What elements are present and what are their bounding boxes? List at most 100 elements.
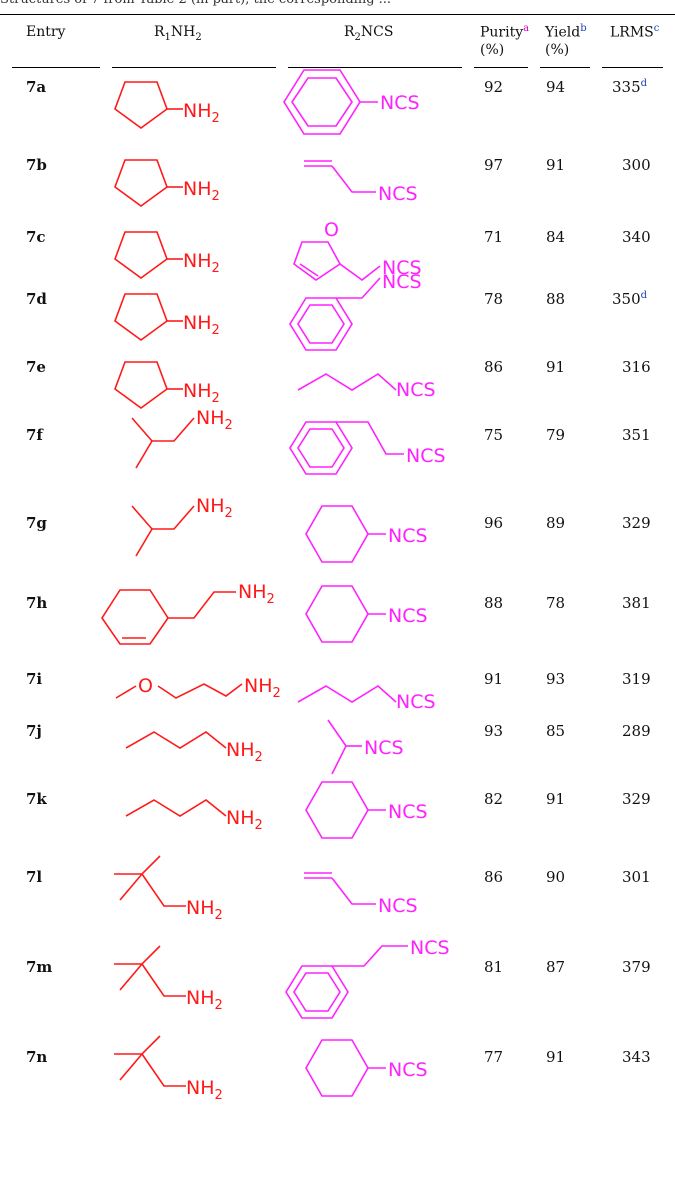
entry-label: 7m: [26, 958, 53, 976]
isothiocyanate-structure: NCS: [289, 271, 422, 351]
yield-value: 87: [546, 958, 566, 976]
lrms-value: 301: [622, 868, 651, 886]
entry-label: 7i: [26, 670, 43, 688]
rule-gap: [590, 66, 602, 69]
rule-gap: [0, 66, 12, 69]
purity-value: 86: [484, 868, 504, 886]
svg-text:NH2: NH2: [226, 807, 263, 833]
purity-value: 93: [484, 722, 504, 740]
svg-text:NH2: NH2: [183, 250, 220, 276]
svg-text:NCS: NCS: [378, 895, 418, 917]
isothiocyanate-structure: NCS: [304, 160, 418, 205]
purity-value: 91: [484, 670, 504, 688]
rule-gap: [663, 66, 675, 69]
purity-value: 82: [484, 790, 504, 808]
entry-label: 7k: [26, 790, 47, 808]
lrms-value: 329: [622, 514, 651, 532]
header-lrms: LRMSc: [610, 23, 660, 41]
lrms-value: 343: [622, 1048, 651, 1066]
header-yield: Yieldb(%): [545, 23, 587, 58]
svg-text:NCS: NCS: [382, 257, 422, 279]
svg-text:NH2: NH2: [244, 675, 281, 701]
yield-value: 88: [546, 290, 566, 308]
yield-value: 78: [546, 594, 566, 612]
amine-structure: NH2: [125, 731, 263, 765]
svg-text:NH2: NH2: [183, 312, 220, 338]
yield-value: 91: [546, 1048, 566, 1066]
lrms-value: 289: [622, 722, 651, 740]
lrms-value: 379: [622, 958, 651, 976]
purity-value: 71: [484, 228, 504, 246]
lrms-value: 381: [622, 594, 651, 612]
isothiocyanate-structure: NCS: [283, 69, 420, 135]
svg-text:NCS: NCS: [364, 737, 404, 759]
lrms-value: 316: [622, 358, 651, 376]
svg-text:NH2: NH2: [183, 100, 220, 126]
purity-value: 81: [484, 958, 504, 976]
header-r2ncs: R2NCS: [344, 24, 394, 43]
purity-value: 88: [484, 594, 504, 612]
isothiocyanate-structure: NCS: [297, 373, 436, 401]
yield-value: 93: [546, 670, 566, 688]
yield-value: 84: [546, 228, 566, 246]
svg-text:NCS: NCS: [396, 691, 436, 713]
isothiocyanate-structure: NCS: [297, 685, 436, 713]
yield-value: 94: [546, 78, 566, 96]
rule-gap: [100, 66, 112, 69]
svg-text:NH2: NH2: [186, 1077, 223, 1103]
svg-text:NCS: NCS: [380, 92, 420, 114]
isothiocyanate-structure: NCS: [327, 719, 404, 775]
isothiocyanate-structure: NCS: [305, 585, 428, 643]
amine-structure: NH2: [125, 799, 263, 833]
header-bottom-rule: [0, 67, 675, 68]
entry-label: 7g: [26, 514, 47, 532]
svg-text:NH2: NH2: [196, 495, 233, 521]
purity-value: 78: [484, 290, 504, 308]
svg-text:NCS: NCS: [388, 605, 428, 627]
entry-label: 7e: [26, 358, 46, 376]
amine-structure: NH2: [114, 1035, 223, 1103]
yield-value: 90: [546, 868, 566, 886]
amine-structure: NH2: [114, 293, 220, 341]
isothiocyanate-structure: NCS: [304, 872, 418, 917]
entry-label: 7d: [26, 290, 47, 308]
svg-text:NCS: NCS: [388, 525, 428, 547]
rule-gap: [276, 66, 288, 69]
svg-text:NH2: NH2: [226, 739, 263, 765]
entry-label: 7n: [26, 1048, 48, 1066]
amine-structure: NH2: [131, 495, 233, 557]
yield-value: 91: [546, 156, 566, 174]
svg-text:NH2: NH2: [183, 178, 220, 204]
svg-text:NCS: NCS: [396, 379, 436, 401]
header-entry: Entry: [26, 24, 66, 40]
yield-value: 91: [546, 358, 566, 376]
amine-structure: NH2: [131, 407, 233, 469]
svg-text:NCS: NCS: [388, 1059, 428, 1081]
amine-structure: NH2: [114, 231, 220, 279]
isothiocyanate-structure: NCS: [305, 505, 428, 563]
purity-value: 77: [484, 1048, 504, 1066]
lrms-value: 319: [622, 670, 651, 688]
isothiocyanate-structure: NCS: [289, 421, 446, 475]
table-caption: Structures of 7 from Table 2 (in part), …: [0, 0, 675, 10]
yield-value: 89: [546, 514, 566, 532]
svg-text:O: O: [324, 219, 339, 241]
lrms-value: 300: [622, 156, 651, 174]
header-top-rule: [0, 14, 675, 15]
amine-structure: NH2: [114, 81, 220, 129]
purity-value: 96: [484, 514, 504, 532]
svg-text:NCS: NCS: [382, 271, 422, 293]
yield-value: 91: [546, 790, 566, 808]
lrms-value: 329: [622, 790, 651, 808]
amine-structure: NH2: [114, 361, 220, 409]
purity-value: 97: [484, 156, 504, 174]
lrms-value: 351: [622, 426, 651, 444]
header-purity: Puritya(%): [480, 23, 530, 58]
lrms-value: 350d: [612, 290, 648, 308]
amine-structure: NH2: [114, 945, 223, 1013]
svg-text:NH2: NH2: [238, 581, 275, 607]
entry-label: 7b: [26, 156, 47, 174]
yield-value: 79: [546, 426, 566, 444]
svg-text:NCS: NCS: [388, 801, 428, 823]
